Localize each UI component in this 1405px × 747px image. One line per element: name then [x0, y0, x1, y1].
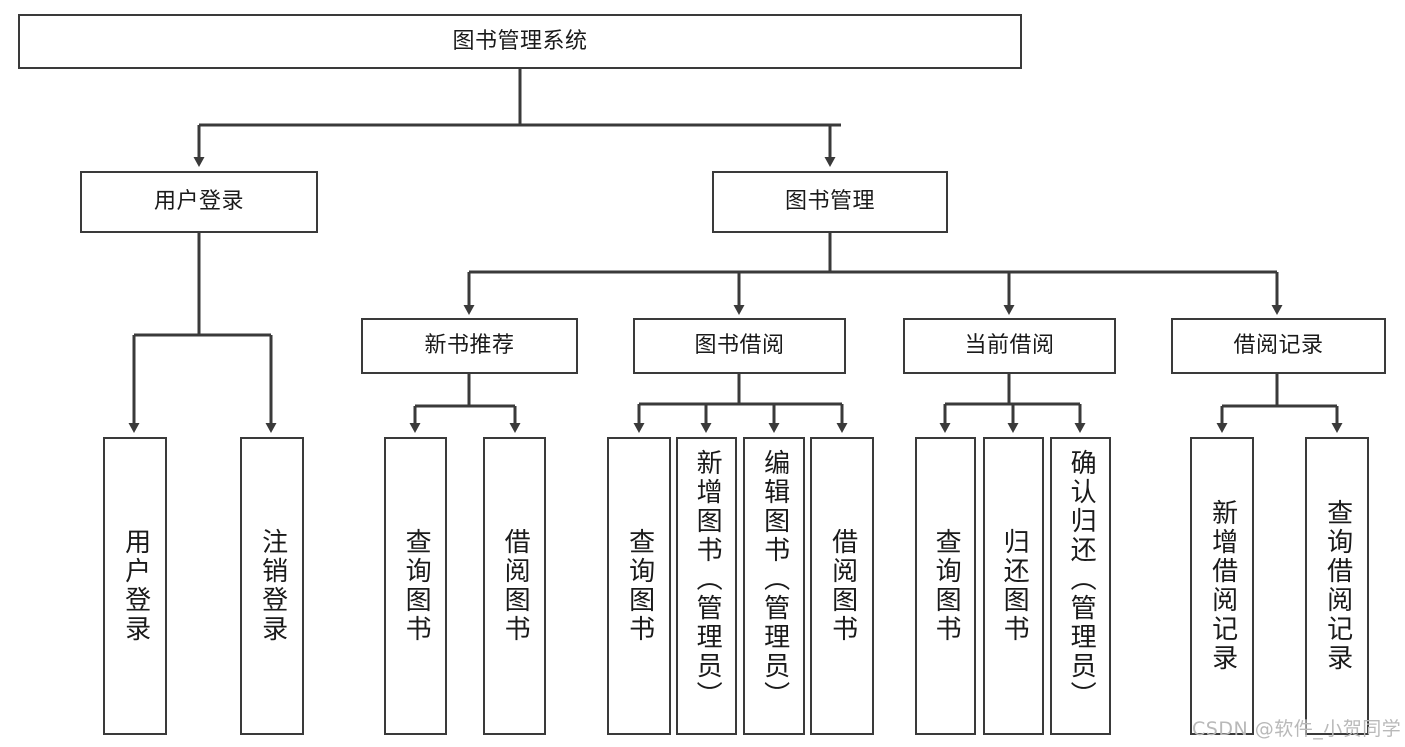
- node-current-borrowing[interactable]: 当前借阅: [903, 318, 1116, 374]
- node-label: 编辑图书（管理员）: [759, 449, 790, 710]
- node-book-borrowing[interactable]: 图书借阅: [633, 318, 846, 374]
- node-label: 归还图书: [999, 528, 1030, 644]
- leaf-borrow-book-recommend[interactable]: 借阅图书: [483, 437, 546, 735]
- leaf-query-book-borrow[interactable]: 查询图书: [607, 437, 671, 735]
- node-label: 借阅记录: [1233, 333, 1324, 359]
- leaf-query-book-current[interactable]: 查询图书: [915, 437, 976, 735]
- leaf-return-book[interactable]: 归还图书: [983, 437, 1044, 735]
- node-label: 图书管理: [784, 189, 875, 215]
- leaf-add-borrow-record[interactable]: 新增借阅记录: [1190, 437, 1254, 735]
- leaf-query-borrow-record[interactable]: 查询借阅记录: [1305, 437, 1369, 735]
- node-label: 用户登录: [153, 189, 244, 215]
- node-label: 借阅图书: [827, 528, 858, 644]
- watermark-text: CSDN @软件_小贺同学: [1192, 718, 1402, 740]
- node-label: 借阅图书: [500, 528, 531, 644]
- leaf-query-book-recommend[interactable]: 查询图书: [384, 437, 447, 735]
- node-label: 新增图书（管理员）: [692, 449, 723, 710]
- node-label: 图书管理系统: [452, 28, 588, 54]
- node-borrowing-records[interactable]: 借阅记录: [1171, 318, 1386, 374]
- node-label: 查询图书: [401, 528, 432, 644]
- node-label: 图书借阅: [694, 333, 785, 359]
- node-book-management[interactable]: 图书管理: [712, 171, 948, 233]
- leaf-confirm-return-admin[interactable]: 确认归还（管理员）: [1050, 437, 1111, 735]
- node-new-book-recommendation[interactable]: 新书推荐: [361, 318, 578, 374]
- node-label: 新增借阅记录: [1207, 499, 1238, 673]
- node-label: 查询图书: [931, 528, 962, 644]
- node-label: 查询借阅记录: [1322, 499, 1353, 673]
- leaf-user-login[interactable]: 用户登录: [103, 437, 167, 735]
- node-label: 注销登录: [257, 528, 288, 644]
- leaf-add-book-admin[interactable]: 新增图书（管理员）: [676, 437, 737, 735]
- leaf-borrow-book[interactable]: 借阅图书: [810, 437, 874, 735]
- node-label: 查询图书: [624, 528, 655, 644]
- leaf-logout[interactable]: 注销登录: [240, 437, 304, 735]
- leaf-edit-book-admin[interactable]: 编辑图书（管理员）: [743, 437, 805, 735]
- node-user-login[interactable]: 用户登录: [80, 171, 318, 233]
- node-label: 用户登录: [120, 528, 151, 644]
- node-label: 确认归还（管理员）: [1066, 449, 1097, 710]
- node-label: 当前借阅: [964, 333, 1055, 359]
- node-label: 新书推荐: [424, 333, 515, 359]
- node-root-book-management-system[interactable]: 图书管理系统: [18, 14, 1022, 69]
